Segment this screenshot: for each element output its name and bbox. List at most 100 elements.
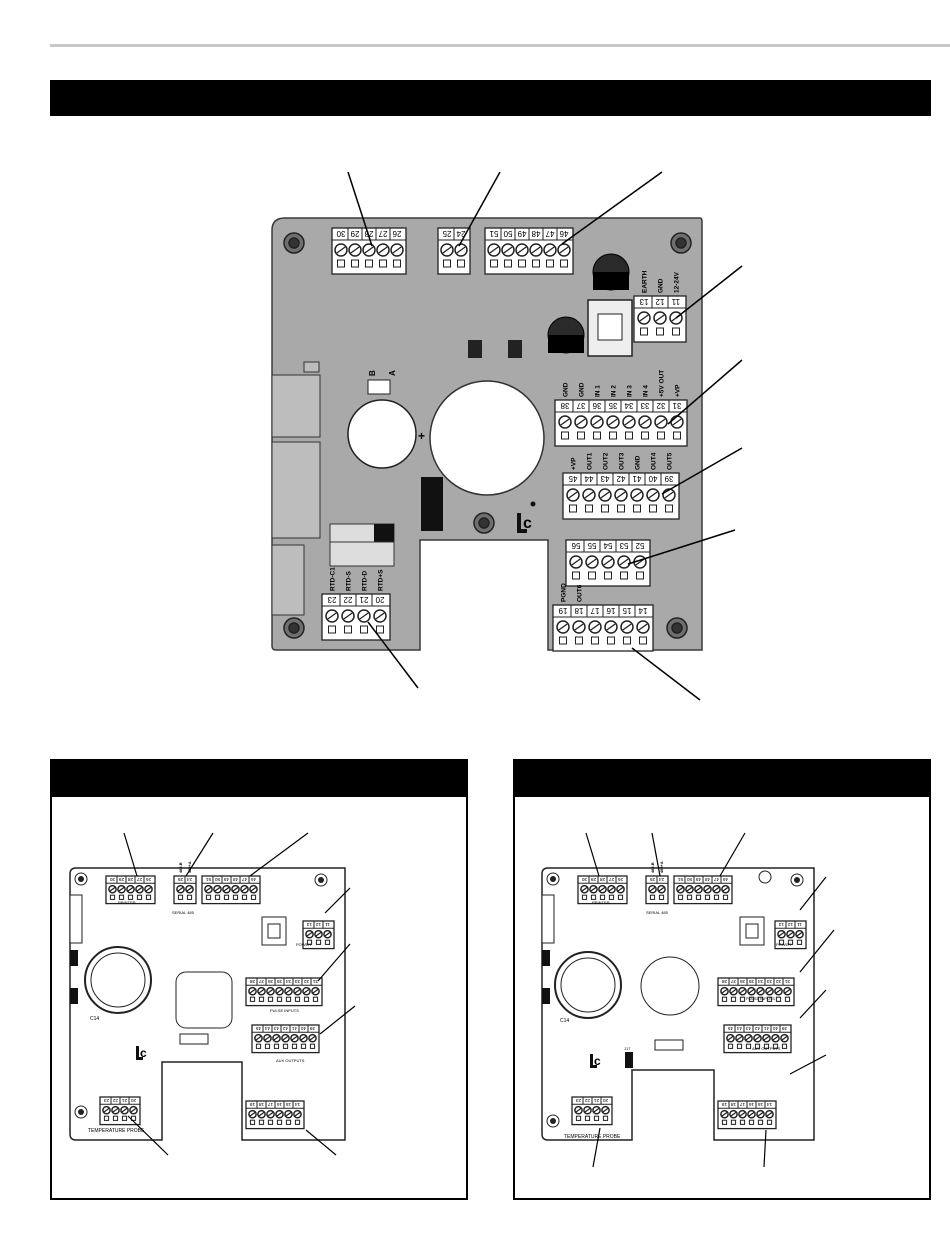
terminal-number: 30 [110,876,116,882]
terminal-number: 47 [242,876,248,882]
rj-jack-icon [587,299,633,357]
terminal-number: 17 [268,1101,274,1107]
right-temp-label: TEMPERATURE PROBE [564,1134,621,1140]
terminal-number: 50 [503,229,512,238]
terminal-number: 49 [696,876,702,882]
right-aux-label: AUX OUTPUTS [752,1046,781,1051]
terminal-label: GND [658,278,665,293]
left-lc-logo: c [136,1046,147,1060]
terminal-label: +5V OUT [659,370,666,397]
terminal-number: 47 [545,229,554,238]
terminal-number: 16 [606,606,615,615]
terminal-number: 30 [582,876,588,882]
terminal-number: 54 [603,541,612,550]
svg-text:c: c [140,1046,147,1060]
terminal-label: GND [563,382,570,397]
terminal-number: 11 [671,297,680,306]
terminal-label: RTD-D [362,570,369,591]
terminal-number: 14 [295,1101,301,1107]
terminal-block-top-right: 51 50 49 48 47 46 [484,227,574,275]
terminal-number: 14 [767,1101,773,1107]
terminal-label: RTD+S [378,569,385,591]
terminal-label: IN 3 [627,385,634,397]
terminal-number: 21 [594,1097,600,1103]
terminal-number: 31 [672,401,681,410]
top-rule [50,44,950,47]
terminal-number: 24 [659,876,665,882]
terminal-number: 32 [776,978,782,984]
left-serial-label: SERIAL 485 [172,910,195,915]
terminal-number: 46 [559,229,568,238]
terminal-number: 34 [624,401,633,410]
panel-left-header-bar [52,761,466,797]
terminal-number: 44 [737,1025,743,1031]
terminal-number: 36 [268,978,274,984]
mounting-holes [283,232,692,639]
terminal-number: 18 [574,606,583,615]
terminal-number: 17 [740,1101,746,1107]
ic-chip-icon [468,340,522,358]
right-jumper-label: J17 [624,1046,631,1051]
right-power-label: POWER [776,942,791,947]
terminal-number: 51 [489,229,498,238]
dip-switch-icon: B A [329,370,443,567]
terminal-number: 19 [722,1101,728,1107]
terminal-label: PGND [561,583,568,602]
terminal-number: 36 [740,978,746,984]
terminal-label: IN 4 [643,385,650,397]
svg-text:c: c [523,515,532,532]
terminal-number: 42 [616,474,625,483]
terminal-number: 22 [113,1097,119,1103]
terminal-number: 34 [286,978,292,984]
terminal-number: 27 [609,876,615,882]
terminal-number: 23 [576,1097,582,1103]
terminal-number: 24 [456,229,465,238]
terminal-label: OUT6 [577,584,584,602]
terminal-number: 46 [723,876,729,882]
terminal-label: EARTH [642,270,649,293]
terminal-label: IN 1 [595,385,602,397]
terminal-label: 12-24V [674,271,681,293]
terminal-number: 50 [687,876,693,882]
terminal-number: 13 [779,921,785,927]
terminal-number: 52 [635,541,644,550]
switch-label-a: A [388,370,397,376]
terminal-number: 24 [187,876,193,882]
terminal-number: 30 [336,229,345,238]
svg-text:c: c [594,1054,601,1068]
terminal-number: 19 [250,1101,256,1107]
terminal-number: 40 [773,1025,779,1031]
terminal-number: 35 [749,978,755,984]
callout-lines [347,171,743,701]
terminal-number: 45 [568,474,577,483]
terminal-number: 48 [531,229,540,238]
terminal-number: 20 [375,595,384,604]
terminal-number: 43 [600,474,609,483]
terminal-label: 485-B [178,862,183,873]
terminal-number: 37 [576,401,585,410]
terminal-number: 22 [343,595,352,604]
terminal-label: 485+A [187,861,192,873]
terminal-number: 21 [359,595,368,604]
terminal-number: 49 [517,229,526,238]
left-printer-label: PRINTER [118,900,136,905]
terminal-number: 14 [638,606,647,615]
terminal-label: OUT3 [619,452,626,470]
terminal-number: 11 [325,921,330,927]
terminal-number: 26 [146,876,152,882]
terminal-label: RTD-C1 [330,567,337,591]
terminal-number: 45 [256,1025,262,1031]
terminal-number: 42 [283,1025,289,1031]
terminal-number: 34 [758,978,764,984]
terminal-number: 33 [767,978,773,984]
terminal-number: 27 [378,229,387,238]
switch-label-b: B [368,370,377,376]
terminal-number: 25 [650,876,656,882]
